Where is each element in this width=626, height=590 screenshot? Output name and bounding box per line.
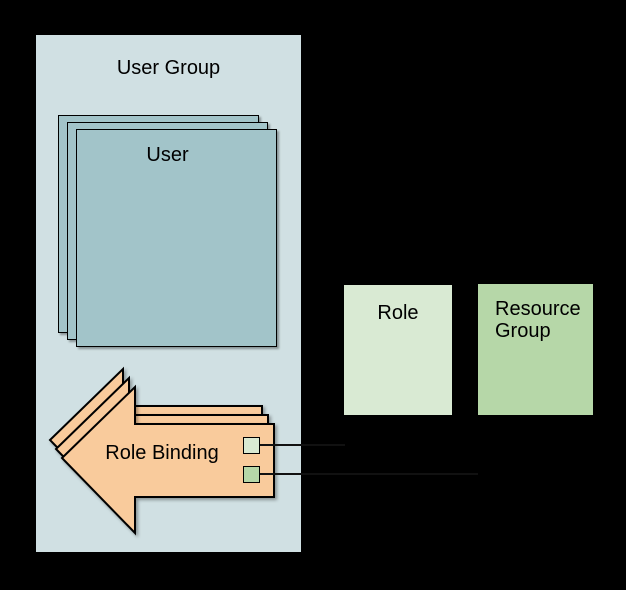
resource-group-ref-square bbox=[243, 466, 260, 483]
role-box: Role bbox=[344, 285, 452, 415]
user-label: User bbox=[146, 144, 189, 166]
user-card-front bbox=[76, 129, 277, 347]
role-label: Role bbox=[377, 302, 419, 324]
resource-group-box: Resource Group bbox=[478, 284, 593, 415]
role-binding-label: Role Binding bbox=[105, 442, 219, 464]
resource-group-label: Resource Group bbox=[495, 298, 581, 342]
user-group-label: User Group bbox=[116, 57, 221, 79]
connector-line-role bbox=[259, 444, 345, 446]
connector-line-resource-group bbox=[259, 473, 478, 475]
